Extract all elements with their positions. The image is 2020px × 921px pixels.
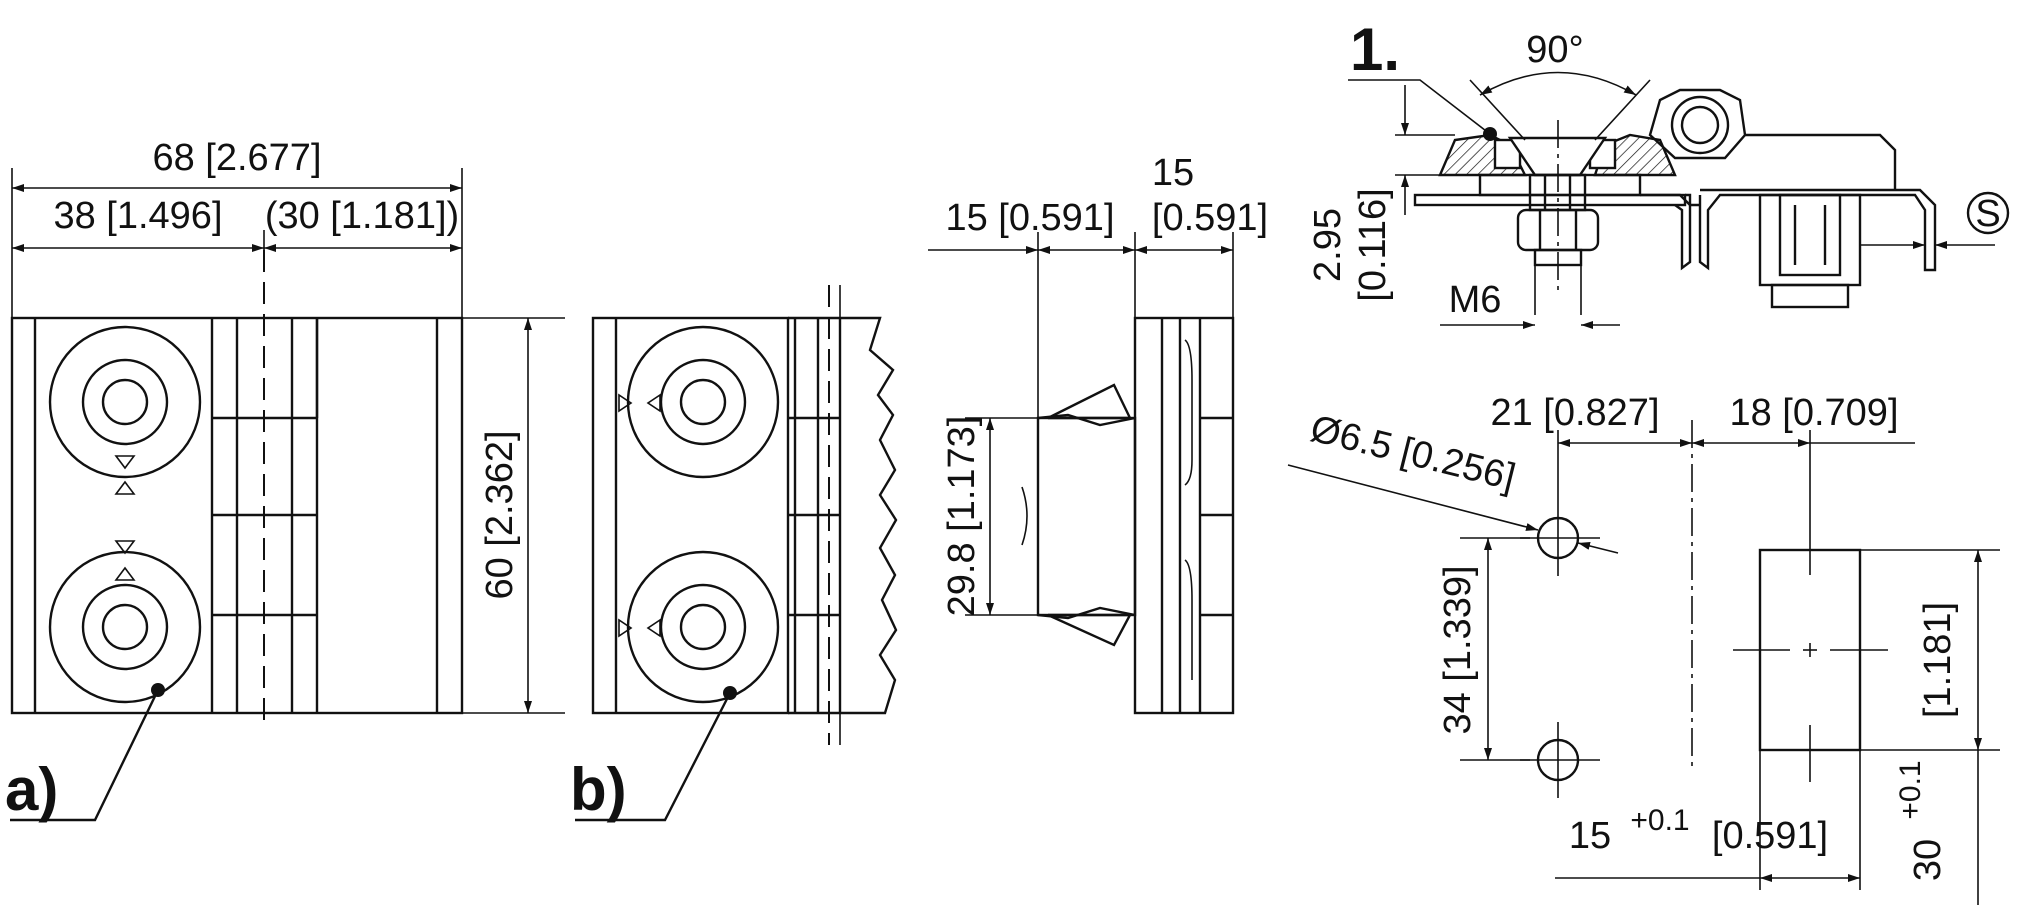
dim-cutout-width-tol: +0.1 <box>1630 804 1689 837</box>
dim-cutout-height-value: 30 <box>1907 839 1949 881</box>
label-step-1: 1. <box>1350 16 1400 83</box>
dim-right-width: (30 [1.181]) <box>265 195 459 237</box>
dim-height: 60 [2.362] <box>479 430 521 599</box>
dim-thread: M6 <box>1449 279 1502 321</box>
view-a-front: a) <box>5 250 464 823</box>
dim-side-thickness-1: 15 [0.591] <box>945 197 1114 239</box>
dim-cutout-height-inch: [1.181] <box>1917 602 1959 718</box>
dim-side-thickness-2a: 15 <box>1152 152 1194 194</box>
view-b-front: b) <box>570 285 898 823</box>
label-view-b: b) <box>570 756 627 823</box>
view-a-dimensions: 68 [2.677] 38 [1.496] (30 [1.181]) 60 [2… <box>11 137 565 714</box>
boss-lower-icon <box>48 550 202 704</box>
dim-cutout-height-tol: +0.1 <box>1894 760 1927 819</box>
side-view <box>1021 316 1235 715</box>
dim-plate-thickness-b: [0.116] <box>1352 188 1394 301</box>
symbol-s-icon <box>1966 191 2010 235</box>
dim-cutout-width-inch: [0.591] <box>1712 815 1828 857</box>
symbol-s: S <box>1975 193 2000 235</box>
dim-plate-thickness-a: 2.95 <box>1307 208 1349 282</box>
dim-cutout-width-value: 15 <box>1569 815 1611 857</box>
boss-upper-icon <box>48 325 202 479</box>
label-view-a: a) <box>5 756 58 823</box>
dim-angle: 90° <box>1526 29 1583 71</box>
dim-hole-diameter: Ø6.5 [0.256] <box>1306 408 1519 499</box>
dim-hole-spacing-y: 34 [1.339] <box>1437 565 1479 734</box>
mounting-section-dimensions: 90° 2.95 [0.116] M6 S <box>1307 29 2010 329</box>
dim-leaf-height: 29.8 [1.173] <box>941 416 983 617</box>
dim-cutout-offset: 18 [0.709] <box>1729 392 1898 434</box>
mounting-section: 1. <box>1350 16 1937 309</box>
dim-overall-width: 68 [2.677] <box>152 137 321 179</box>
side-view-dimensions: 15 [0.591] 15 [0.591] 29.8 [1.173] <box>928 152 1268 616</box>
cutout-layout <box>1520 420 1888 798</box>
cutout-dimensions: 21 [0.827] 18 [0.709] Ø6.5 [0.256] 34 [1… <box>1287 392 2000 905</box>
dim-hole-spacing-x: 21 [0.827] <box>1490 392 1659 434</box>
dim-left-width: 38 [1.496] <box>53 195 222 237</box>
dim-side-thickness-2b: [0.591] <box>1152 197 1268 239</box>
